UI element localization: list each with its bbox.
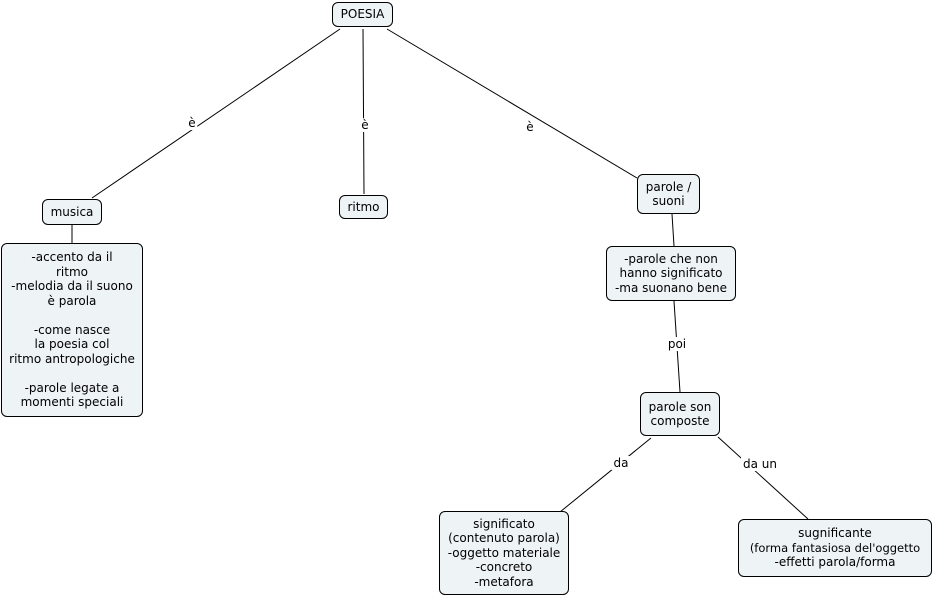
- concept-parole-suoni[interactable]: parole / suoni: [637, 174, 700, 214]
- concept-text-line: la poesia col: [34, 337, 110, 352]
- concept-text-line: composte: [650, 414, 710, 428]
- concept-text-line: suoni: [652, 194, 685, 208]
- concept-text-line: ritmo antropologiche: [9, 351, 135, 366]
- concept-text-line: -accento da il: [31, 250, 113, 265]
- link-label-poesia-parole: è: [524, 120, 536, 134]
- concept-parole-composte[interactable]: parole son composte: [640, 392, 720, 436]
- concept-significante[interactable]: sugnificante (forma fantasiosa del'ogget…: [738, 519, 932, 577]
- concept-text-line: -parole che non: [624, 251, 718, 266]
- concept-text-line: parole son: [648, 399, 712, 414]
- concept-text-line: hanno significato: [619, 266, 723, 281]
- concept-text-line: momenti speciali: [20, 395, 124, 410]
- concept-parole-notes[interactable]: -parole che non hanno significato -ma su…: [606, 246, 736, 301]
- concept-text-line: significato: [473, 516, 535, 531]
- link-label-poesia-musica: è: [186, 116, 198, 130]
- concept-significato[interactable]: significato (contenuto parola) -oggetto …: [439, 511, 569, 595]
- concept-musica-notes[interactable]: -accento da il ritmo -melodia da il suon…: [1, 243, 143, 417]
- concept-text-line: -metafora: [474, 574, 534, 589]
- edge-poesia-parole: [386, 28, 638, 179]
- edge-poesia-ritmo: [362, 28, 365, 195]
- concept-text-line: [9, 366, 135, 381]
- concept-text-line: -ma suonano bene: [614, 280, 728, 295]
- link-label-composte-significante: da un: [741, 457, 779, 471]
- concept-text-line: -parole legate a: [24, 380, 120, 395]
- concept-text-line: (forma fantasiosa del'oggetto: [749, 540, 921, 555]
- concept-text-line: parole /: [645, 179, 692, 194]
- concept-text-line: -effetti parola/forma: [774, 555, 896, 570]
- concept-text-line: sugnificante: [798, 526, 872, 541]
- link-label-composte-significato: da: [611, 456, 631, 470]
- concept-text-line: ritmo: [347, 199, 380, 214]
- concept-text-line: -come nasce: [33, 322, 111, 337]
- concept-text-line: è parola: [47, 293, 97, 308]
- concept-poesia[interactable]: POESIA: [332, 2, 393, 27]
- concept-text-line: -melodia da il suono: [11, 279, 133, 294]
- edge-poesia-musica: [91, 28, 341, 199]
- concept-musica[interactable]: musica: [42, 199, 102, 225]
- link-label-poesia-ritmo: è: [359, 118, 371, 132]
- concept-ritmo[interactable]: ritmo: [339, 195, 388, 219]
- concept-text-line: -oggetto materiale: [447, 545, 561, 560]
- edge-composte-significato: [559, 437, 652, 513]
- concept-text-line: POESIA: [340, 7, 385, 22]
- concept-text-line: (contenuto parola): [448, 531, 560, 546]
- edge-parole-note: [671, 213, 675, 247]
- concept-text-line: [9, 308, 135, 323]
- concept-text-line: -concreto: [475, 560, 533, 575]
- concept-text-line: ritmo: [55, 264, 88, 279]
- edge-composte-significante: [717, 436, 809, 520]
- concept-text-line: musica: [50, 204, 94, 219]
- link-label-note-composte: poi: [665, 337, 689, 351]
